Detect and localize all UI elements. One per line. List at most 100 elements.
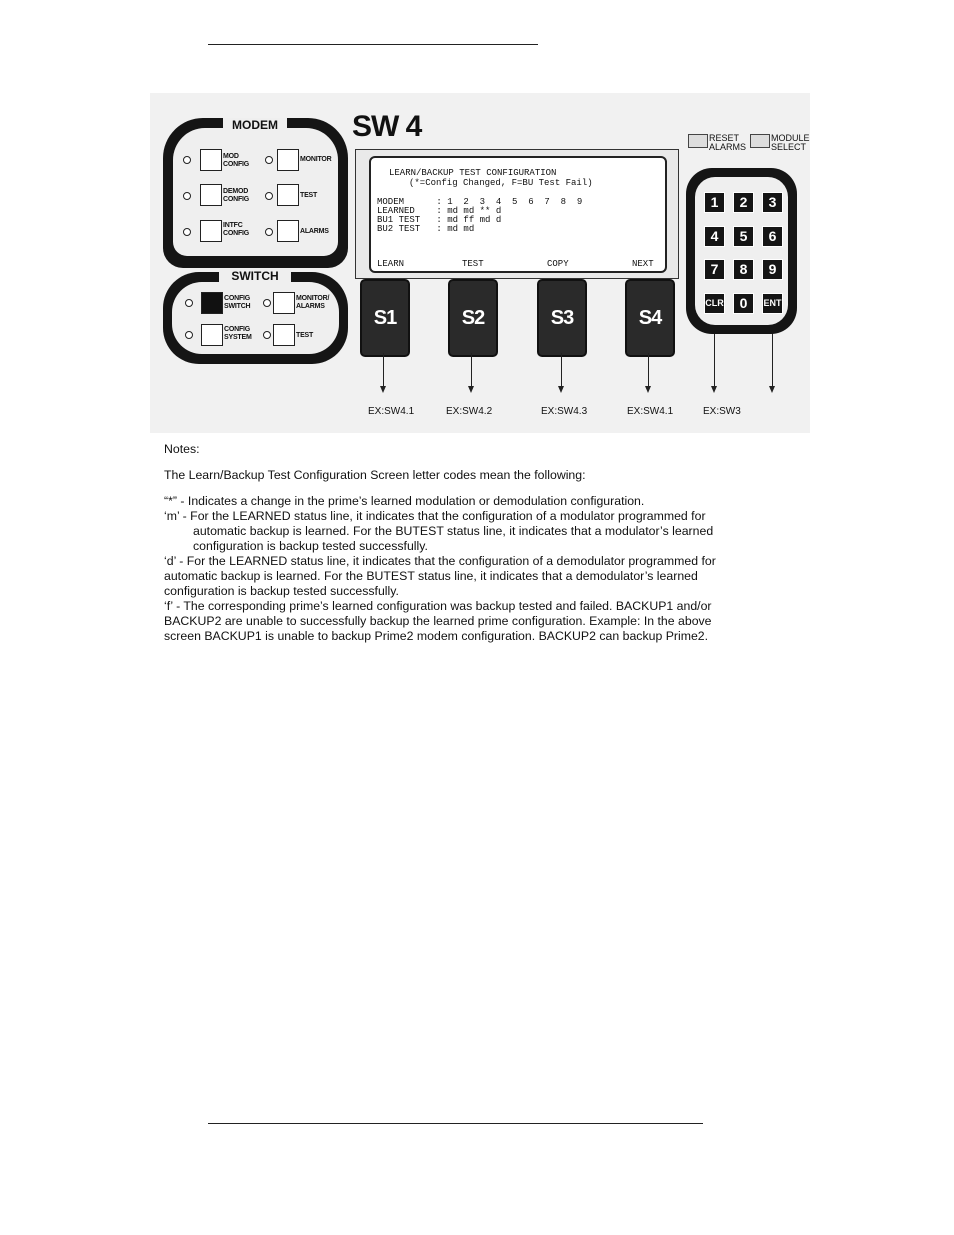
switch-panel-title: SWITCH	[219, 269, 291, 284]
config-system-label: CONFIG SYSTEM	[224, 326, 252, 341]
keypad-key-9[interactable]: 9	[762, 259, 783, 280]
note-f-2: BACKUP2 are unable to successfully backu…	[164, 614, 712, 628]
modem-panel: MODEM MOD CONFIG MONITOR DEMOD CONFIG TE…	[163, 118, 348, 268]
note-star: “*” - Indicates a change in the prime’s …	[164, 494, 645, 508]
keypad-key-5[interactable]: 5	[733, 226, 754, 247]
test-key[interactable]	[277, 184, 299, 206]
keypad-key-4[interactable]: 4	[704, 226, 725, 247]
config-switch-key[interactable]	[201, 292, 223, 314]
alarms-label: ALARMS	[300, 228, 329, 235]
screen-row-bu2: BU2 TEST : md md	[377, 224, 475, 234]
keypad-key-1[interactable]: 1	[704, 192, 725, 213]
ex-label-s4: EX:SW4.1	[627, 406, 674, 417]
softkey-label-learn: LEARN	[377, 259, 405, 269]
keypad-key-7[interactable]: 7	[704, 259, 725, 280]
s2-key[interactable]: S2	[448, 279, 498, 357]
screen-legend: (*=Config Changed, F=BU Test Fail)	[409, 178, 593, 188]
screen-row-bu1: BU1 TEST : md ff md d	[377, 215, 502, 225]
modem-panel-title: MODEM	[223, 118, 287, 133]
reset-alarms-label: RESET ALARMS	[709, 133, 747, 152]
keypad-key-3[interactable]: 3	[762, 192, 783, 213]
mod-config-key[interactable]	[200, 149, 222, 171]
arrow-head	[468, 386, 474, 393]
s4-key[interactable]: S4	[625, 279, 675, 357]
led-indicator	[183, 156, 191, 164]
mod-config-label: MOD CONFIG	[223, 153, 250, 168]
note-d-3: configuration is backup tested successfu…	[164, 584, 399, 598]
monitor-label: MONITOR	[300, 156, 332, 163]
keypad-key-2[interactable]: 2	[733, 192, 754, 213]
arrow-line	[648, 353, 649, 386]
note-m-first: ‘m’ - For the LEARNED status line, it in…	[164, 509, 706, 523]
s1-key[interactable]: S1	[360, 279, 410, 357]
screen-row-modem: MODEM : 1 2 3 4 5 6 7 8 9	[377, 197, 583, 207]
monitor-key[interactable]	[277, 149, 299, 171]
arrow-line	[383, 353, 384, 386]
led-indicator	[185, 299, 193, 307]
s3-key[interactable]: S3	[537, 279, 587, 357]
lcd-screen: LEARN/BACKUP TEST CONFIGURATION (*=Confi…	[369, 156, 667, 273]
intfc-config-key[interactable]	[200, 220, 222, 242]
note-f-1: ‘f’ - The corresponding prime’s learned …	[164, 599, 712, 613]
test-label: TEST	[300, 192, 318, 199]
s1-key-label: S1	[373, 307, 397, 329]
softkey-label-test: TEST	[462, 259, 484, 269]
arrow-head	[711, 386, 717, 393]
header-rule	[208, 44, 538, 45]
softkey-label-next: NEXT	[632, 259, 654, 269]
s4-key-label: S4	[638, 307, 662, 329]
ex-label-keypad: EX:SW3	[703, 406, 741, 417]
module-select-button[interactable]	[750, 134, 770, 148]
led-indicator	[265, 156, 273, 164]
module-select-label: MODULE SELECT	[771, 133, 810, 152]
arrow-head	[380, 386, 386, 393]
keypad-key-6[interactable]: 6	[762, 226, 783, 247]
ex-label-s3: EX:SW4.3	[541, 406, 588, 417]
arrow-line	[772, 300, 773, 386]
arrow-line	[714, 300, 715, 386]
config-switch-label: CONFIG SWITCH	[224, 295, 251, 310]
led-indicator	[183, 228, 191, 236]
note-d-1: ‘d’ - For the LEARNED status line, it in…	[164, 554, 716, 568]
arrow-head	[769, 386, 775, 393]
arrow-head	[558, 386, 564, 393]
arrow-line	[561, 353, 562, 386]
switch-panel: SWITCH CONFIG SWITCH MONITOR/ ALARMS CON…	[163, 269, 348, 364]
demod-config-label: DEMOD CONFIG	[223, 188, 250, 203]
led-indicator	[263, 299, 271, 307]
switch-test-key[interactable]	[273, 324, 295, 346]
intfc-config-label: INTFC CONFIG	[223, 222, 250, 237]
keypad-key-ent[interactable]: ENT	[762, 293, 783, 314]
ex-label-s1: EX:SW4.1	[368, 406, 415, 417]
notes-heading: Notes:	[164, 442, 200, 456]
softkey-label-copy: COPY	[547, 259, 569, 269]
screen-row-learned: LEARNED : md md ** d	[377, 206, 502, 216]
keypad-key-clr[interactable]: CLR	[704, 293, 725, 314]
keypad-key-8[interactable]: 8	[733, 259, 754, 280]
reset-alarms-button[interactable]	[688, 134, 708, 148]
arrow-line	[471, 353, 472, 386]
config-system-key[interactable]	[201, 324, 223, 346]
keypad-key-0[interactable]: 0	[733, 293, 754, 314]
arrow-head	[645, 386, 651, 393]
sw-title: SW 4	[352, 110, 422, 143]
monitor-alarms-label: MONITOR/ ALARMS	[296, 295, 330, 310]
s2-key-label: S2	[461, 307, 485, 329]
switch-test-label: TEST	[296, 332, 314, 339]
ex-label-s2: EX:SW4.2	[446, 406, 493, 417]
note-m-rest: automatic backup is learned. For the BUT…	[193, 524, 714, 553]
alarms-key[interactable]	[277, 220, 299, 242]
led-indicator	[265, 228, 273, 236]
note-d-2: automatic backup is learned. For the BUT…	[164, 569, 698, 583]
screen-title: LEARN/BACKUP TEST CONFIGURATION	[389, 168, 557, 178]
led-indicator	[183, 192, 191, 200]
monitor-alarms-key[interactable]	[273, 292, 295, 314]
note-f-3: screen BACKUP1 is unable to backup Prime…	[164, 629, 709, 643]
footer-rule	[208, 1123, 703, 1124]
notes-intro: The Learn/Backup Test Configuration Scre…	[164, 468, 586, 482]
s3-key-label: S3	[550, 307, 574, 329]
led-indicator	[263, 331, 271, 339]
led-indicator	[185, 331, 193, 339]
led-indicator	[265, 192, 273, 200]
demod-config-key[interactable]	[200, 184, 222, 206]
